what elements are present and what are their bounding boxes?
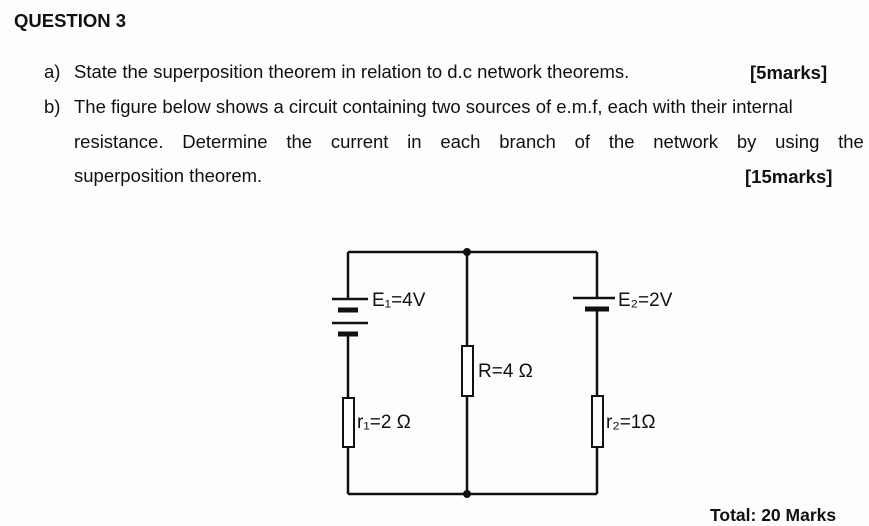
word: network xyxy=(653,131,719,152)
word: the xyxy=(286,131,313,152)
word: branch xyxy=(499,131,556,152)
word: each xyxy=(440,131,481,152)
part-a-text: State the superposition theorem in relat… xyxy=(74,61,630,82)
word: of xyxy=(574,131,591,152)
battery-e1-symbol xyxy=(332,297,368,337)
battery-e2-symbol xyxy=(573,296,615,312)
part-b-line1: The figure below shows a circuit contain… xyxy=(74,96,793,117)
word: in xyxy=(407,131,422,152)
label-r: R=4 Ω xyxy=(478,361,533,382)
part-b-label: b) xyxy=(44,96,61,117)
word: the xyxy=(608,131,635,152)
label-r2: r₂=1Ω xyxy=(606,412,656,433)
label-e2: E₂=2V xyxy=(618,290,673,311)
word: using xyxy=(775,131,820,152)
part-a-marks: [5marks] xyxy=(750,62,828,83)
part-b-marks: [15marks] xyxy=(745,166,833,187)
word: the xyxy=(838,131,864,152)
word: current xyxy=(330,131,389,152)
junction-top xyxy=(463,248,471,256)
label-e1: E₁=4V xyxy=(372,290,426,311)
resistor-r1-symbol xyxy=(342,397,355,448)
part-a-label: a) xyxy=(44,61,61,82)
word: Determine xyxy=(182,131,268,152)
part-b-line3: superposition theorem. xyxy=(74,165,263,186)
part-b-line2: resistance. Determine the current in eac… xyxy=(74,131,864,153)
junction-bottom xyxy=(463,490,471,498)
question-heading: QUESTION 3 xyxy=(14,10,127,31)
total-marks: Total: 20 Marks xyxy=(710,505,837,525)
label-r1: r₁=2 Ω xyxy=(357,412,411,433)
word: by xyxy=(736,131,757,152)
resistor-r-symbol xyxy=(461,345,474,397)
word: resistance. xyxy=(74,131,164,152)
resistor-r2-symbol xyxy=(591,395,604,448)
